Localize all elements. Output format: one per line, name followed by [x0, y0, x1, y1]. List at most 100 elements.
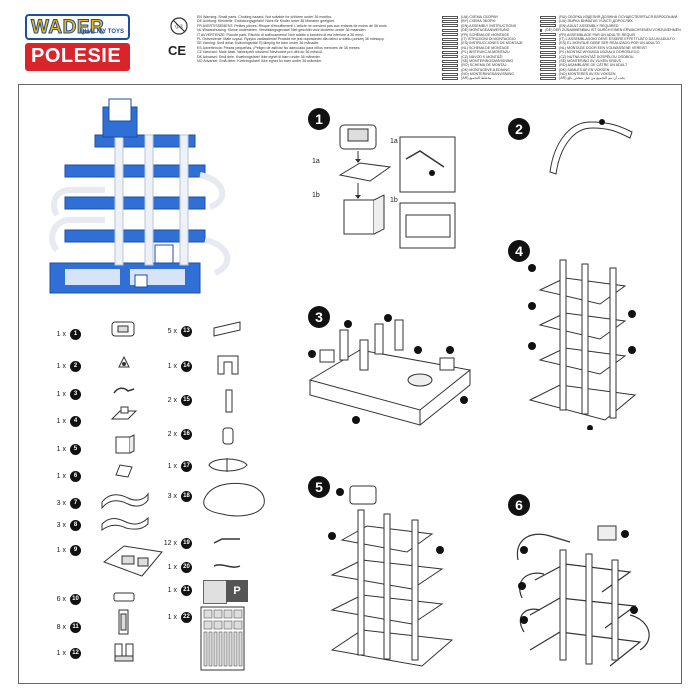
part-20-drawing [213, 564, 241, 568]
part-6-drawing [115, 464, 133, 478]
step-6-badge: 6 [508, 494, 530, 516]
callout-1b: 1b [390, 197, 398, 204]
ce-mark: CE [168, 43, 187, 58]
assembly-line: (AR) مخطط التجميع [442, 76, 537, 80]
product-photo [49, 98, 231, 294]
part-2-drawing [118, 355, 130, 368]
part-18-drawing [203, 482, 265, 517]
assembly-line: (NL) SCHEMA DE MONTAGE [442, 46, 537, 50]
callout-1b: 1b [312, 192, 320, 199]
assembly-line: (FR) SCHÉMA DE MONTAGE [442, 33, 537, 37]
adult-line: (IT) L'ASSEMBLAGGIO DEVE ESSERE EFFETTUA… [540, 37, 680, 41]
step-4-diagram [528, 259, 637, 430]
step-6-diagram [516, 525, 650, 667]
polesie-logo: POLESIE [25, 43, 130, 71]
assembly-line: (NO) MONTERINGSANVISNING [442, 72, 537, 76]
part-13-drawing [213, 321, 241, 337]
step-4-badge: 4 [508, 240, 530, 262]
warning-line: NL Waarschuwing: Kleine onderdelen. Vers… [197, 28, 367, 33]
assembly-line: (DK) MONTAGEVEJLEDNING [442, 68, 537, 72]
assembly-line: (UA) СХЕМА СБОРКИ [442, 15, 537, 19]
assembly-line: (BY) СХЕМА ЗБОРКІ [442, 19, 537, 23]
svg-text:0-3: 0-3 [175, 25, 182, 31]
step-5-diagram [328, 485, 454, 667]
step-1-badge: 1 [308, 108, 330, 130]
adult-line: (FR) ASSEMBLAGE PAR UN ADULTE REQUIS [540, 33, 680, 37]
part-8-drawing [101, 516, 149, 531]
assembly-line: (RO) SCHEMA DE MONTAJ [442, 63, 537, 67]
adult-line: (RU) СБОРКА ИЗДЕЛИЯ ДОЛЖНА ОСУЩЕСТВЛЯТЬС… [540, 15, 680, 19]
part-16-drawing [222, 427, 234, 445]
warning-line: EN Warning: Small parts. Choking hazard.… [197, 15, 333, 19]
assembly-line: (ES) INSTRUCCIONES DE MONTAJE [442, 41, 537, 45]
part-10-drawing [113, 592, 135, 602]
step-3-badge: 3 [308, 306, 330, 328]
part-15-drawing [225, 389, 233, 413]
sticker-sheet-22 [200, 606, 245, 671]
assembly-instructions-list: (UA) СХЕМА СБОРКИ (BY) СХЕМА ЗБОРКІ (EN)… [442, 15, 537, 81]
instruction-panel [18, 84, 682, 684]
adult-line: (DE) DER ZUSAMMENBAU IST DURCH EINEN ERW… [540, 28, 681, 32]
brand-logo: WADER QUALITY TOYS POLESIE [25, 14, 130, 72]
sticker-21-image [203, 580, 227, 604]
adult-line: (EN) ADULT ASSEMBLY REQUIRED [540, 24, 680, 28]
wader-logo: WADER QUALITY TOYS [25, 14, 130, 40]
assembly-line: (SE) MONTERINGSANVISNING [442, 59, 537, 63]
warning-line: SE Varning: Små delar. Kvävningsrisk! Ej… [197, 41, 320, 46]
assembly-line: (DE) MONTAGEANWEISUNG [442, 28, 537, 32]
assembly-line: (CZ) NÁVOD K MONTÁŽI [442, 55, 537, 59]
brand-name-wader: WADER [30, 17, 105, 39]
adult-line: (DK) SAMLES AF EN VOKSEN [540, 68, 680, 72]
warning-line: PL Ostrzeżenie: Małe części. Ryzyko zadł… [197, 37, 385, 42]
assembly-line: (IT) ISTRUZIONI DI MONTAGGIO [442, 37, 537, 41]
part-3-drawing [113, 387, 135, 394]
warning-text-block: EN Warning: Small parts. Choking hazard.… [197, 15, 432, 63]
assembly-line: (EN) ASSEMBLY INSTRUCTIONS [442, 24, 537, 28]
age-warning-icon: 0-3 [170, 17, 188, 35]
adult-line: (NO) MONTERES AV EN VOKSEN [540, 72, 680, 76]
part-7-drawing [101, 492, 149, 510]
adult-line: (ES) EL MONTAJE DEBE SER REALIZADO POR U… [540, 41, 680, 45]
adult-line: (UA) ЗБІРКА ВИМАГАЄ УЧАСТІ ДОРОСЛИХ [540, 19, 680, 23]
part-12-drawing [114, 643, 134, 662]
warning-line: FR AVERTISSEMENT: Petites pièces. Risque… [197, 23, 388, 28]
callout-1a: 1a [390, 138, 398, 145]
adult-line: (NL) MONTAGE DOOR EEN VOLWASSENE VEREIST [540, 46, 680, 50]
step-3-diagram [308, 314, 472, 426]
step-2-badge: 2 [508, 118, 530, 140]
warning-line: DK Advarsel: Små dele. Kvælningsfare! Ik… [197, 54, 321, 59]
adult-line: (CZ) NUTNÁ MONTÁŽ DOSPĚLOU OSOBOU [540, 55, 680, 59]
adult-line: (RO) ASAMBLARE DE CĂTRE UN ADULT [540, 63, 680, 67]
part-1-drawing [111, 321, 135, 337]
step-2-diagram [549, 119, 633, 175]
part-4-drawing [110, 406, 138, 420]
part-19-drawing [213, 538, 240, 544]
callout-1a: 1a [312, 158, 320, 165]
part-17-drawing [208, 458, 248, 472]
part-14-drawing [217, 355, 239, 375]
adult-assembly-list: (RU) СБОРКА ИЗДЕЛИЯ ДОЛЖНА ОСУЩЕСТВЛЯТЬС… [540, 15, 681, 81]
warning-line: DE Achtung: Kleinteile. Erstickungsgefah… [197, 19, 336, 24]
brand-tagline: QUALITY TOYS [79, 29, 124, 35]
adult-line: (PL) MONTAŻ WYMAGA UDZIAŁU DOROSŁEGO [540, 50, 680, 54]
part-5-drawing [115, 434, 135, 454]
